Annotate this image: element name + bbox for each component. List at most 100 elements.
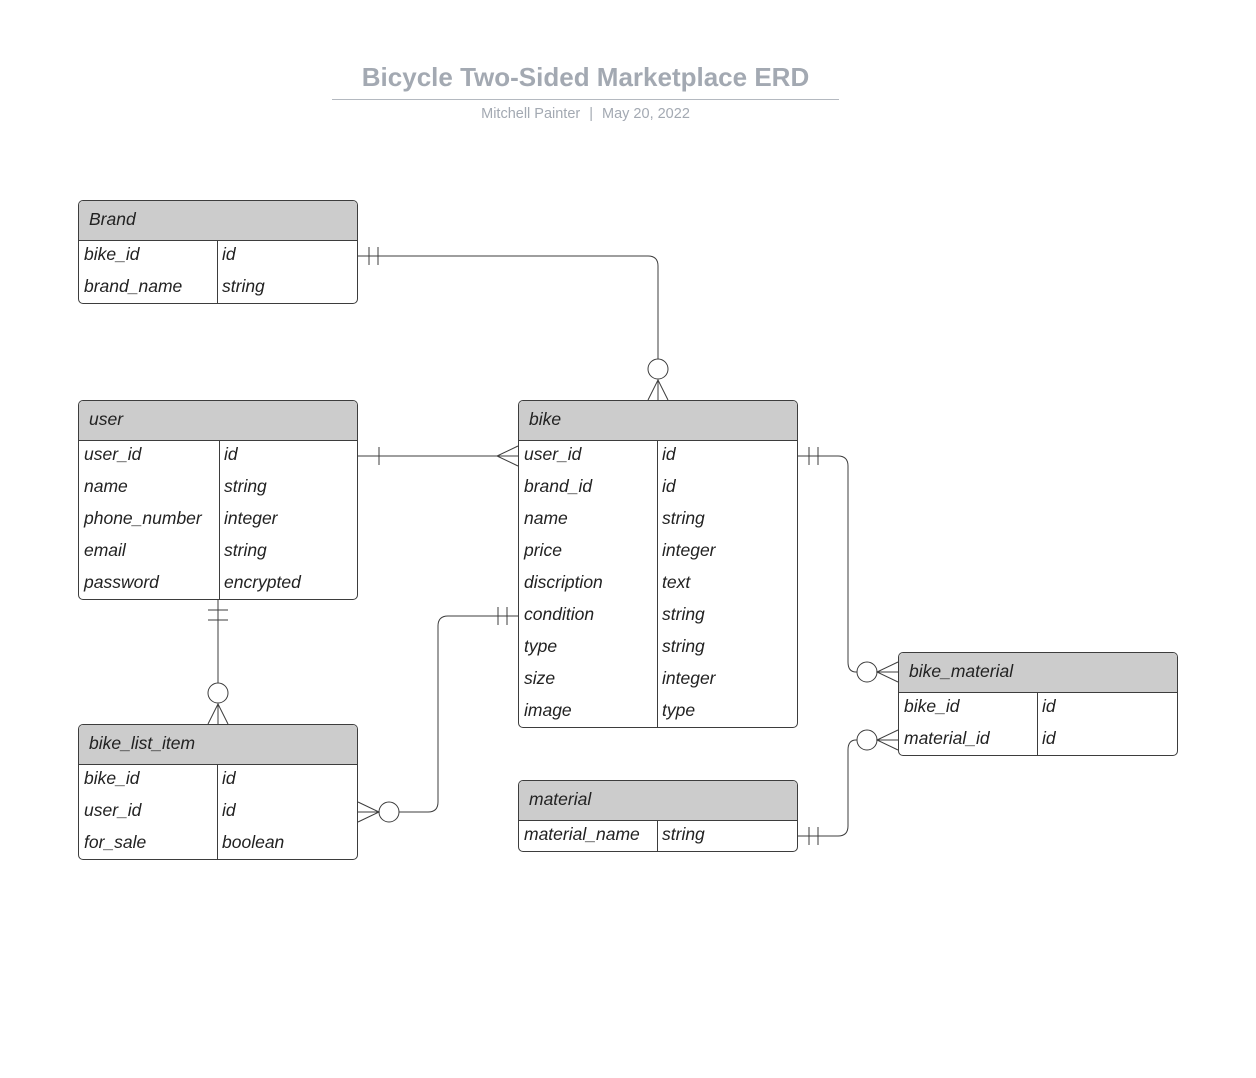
field-name: bike_id	[904, 696, 960, 716]
entity-brand[interactable]: Brand bike_id id brand_name string	[78, 200, 358, 304]
rel-material-bikematerial-line	[798, 739, 857, 837]
diagram-title: Bicycle Two-Sided Marketplace ERD	[361, 62, 810, 92]
table-row: bike_id id	[899, 693, 1177, 725]
table-row: material_name string	[519, 821, 797, 851]
field-name: material_id	[904, 728, 990, 748]
field-name: brand_id	[524, 476, 593, 496]
rel-bikematerial-many-marker	[875, 661, 899, 683]
subtitle-separator: |	[589, 106, 594, 122]
rel-bike-material-one-only-marker	[808, 447, 819, 465]
rel-listitem-zero-marker	[207, 682, 229, 704]
rel-bike-material-line	[798, 455, 857, 673]
rel-material-one-only-marker	[808, 827, 819, 845]
entity-bike-material-header: bike_material	[899, 653, 1177, 693]
rel-brand-one-only-marker	[368, 247, 379, 265]
field-type: id	[662, 476, 676, 496]
entity-material-header: material	[519, 781, 797, 821]
entity-brand-divider	[217, 241, 218, 303]
field-type: integer	[224, 508, 278, 528]
field-name: brand_name	[84, 276, 183, 296]
table-row: phone_number integer	[79, 505, 357, 537]
entity-bike-material[interactable]: bike_material bike_id id material_id id	[898, 652, 1178, 756]
table-row: discription text	[519, 569, 797, 601]
field-type: id	[662, 444, 676, 464]
field-name: material_name	[524, 824, 640, 844]
entity-user-divider	[219, 441, 220, 599]
entity-bike-header: bike	[519, 401, 797, 441]
field-name: bike_id	[84, 768, 140, 788]
field-type: id	[222, 768, 236, 788]
entity-user-header: user	[79, 401, 357, 441]
entity-material-divider	[657, 821, 658, 851]
rel-brand-bike-line	[358, 255, 659, 359]
field-name: for_sale	[84, 832, 147, 852]
field-type: id	[222, 244, 236, 264]
field-name: password	[84, 572, 159, 592]
entity-bike-list-item[interactable]: bike_list_item bike_id id user_id id for…	[78, 724, 358, 860]
table-row: material_id id	[899, 725, 1177, 755]
entity-bike-list-item-divider	[217, 765, 218, 859]
field-type: id	[1042, 696, 1056, 716]
field-type: id	[224, 444, 238, 464]
field-name: user_id	[524, 444, 582, 464]
field-name: name	[524, 508, 568, 528]
table-row: condition string	[519, 601, 797, 633]
rel-bike-zero-marker	[647, 358, 669, 380]
field-name: user_id	[84, 800, 142, 820]
entity-material[interactable]: material material_name string	[518, 780, 798, 852]
rel-bike-one-only-marker	[497, 607, 508, 625]
field-type: string	[662, 824, 705, 844]
diagram-subtitle: Mitchell Painter | May 20, 2022	[332, 106, 839, 122]
field-type: string	[662, 508, 705, 528]
table-row: email string	[79, 537, 357, 569]
table-row: user_id id	[79, 441, 357, 473]
field-type: id	[1042, 728, 1056, 748]
table-row: password encrypted	[79, 569, 357, 599]
field-name: type	[524, 636, 558, 656]
entity-bike[interactable]: bike user_id id brand_id id name string …	[518, 400, 798, 728]
field-name: phone_number	[84, 508, 202, 528]
field-type: encrypted	[224, 572, 301, 592]
table-row: bike_id id	[79, 765, 357, 797]
table-row: name string	[79, 473, 357, 505]
field-name: discription	[524, 572, 603, 592]
field-type: string	[662, 636, 705, 656]
rel-listitem-bike-many-marker	[357, 801, 381, 823]
field-type: integer	[662, 540, 716, 560]
rel-bikematerial-material-many-marker	[875, 729, 899, 751]
field-type: string	[224, 476, 267, 496]
table-row: name string	[519, 505, 797, 537]
table-row: price integer	[519, 537, 797, 569]
author-name: Mitchell Painter	[481, 106, 581, 122]
field-type: string	[224, 540, 267, 560]
table-row: image type	[519, 697, 797, 727]
field-name: price	[524, 540, 562, 560]
entity-bike-material-divider	[1037, 693, 1038, 755]
field-name: condition	[524, 604, 595, 624]
field-type: string	[662, 604, 705, 624]
field-type: id	[222, 800, 236, 820]
rel-bike-user-many-marker	[495, 445, 519, 467]
entity-brand-header: Brand	[79, 201, 357, 241]
table-row: bike_id id	[79, 241, 357, 273]
field-type: text	[662, 572, 691, 592]
field-type: type	[662, 700, 696, 720]
table-row: brand_id id	[519, 473, 797, 505]
field-name: image	[524, 700, 572, 720]
rel-bikematerial-material-zero-marker	[856, 729, 878, 751]
field-name: email	[84, 540, 126, 560]
table-row: brand_name string	[79, 273, 357, 303]
table-row: for_sale boolean	[79, 829, 357, 859]
rel-listitem-bike-zero-marker	[378, 801, 400, 823]
field-type: string	[222, 276, 265, 296]
table-row: user_id id	[79, 797, 357, 829]
rel-user-one-only-marker	[208, 609, 228, 621]
field-name: bike_id	[84, 244, 140, 264]
rel-listitem-many-marker	[207, 702, 229, 725]
diagram-date: May 20, 2022	[602, 106, 690, 122]
entity-user[interactable]: user user_id id name string phone_number…	[78, 400, 358, 600]
rel-bike-listitem-line	[399, 615, 518, 813]
rel-bikematerial-zero-marker	[856, 661, 878, 683]
table-row: user_id id	[519, 441, 797, 473]
field-name: name	[84, 476, 128, 496]
